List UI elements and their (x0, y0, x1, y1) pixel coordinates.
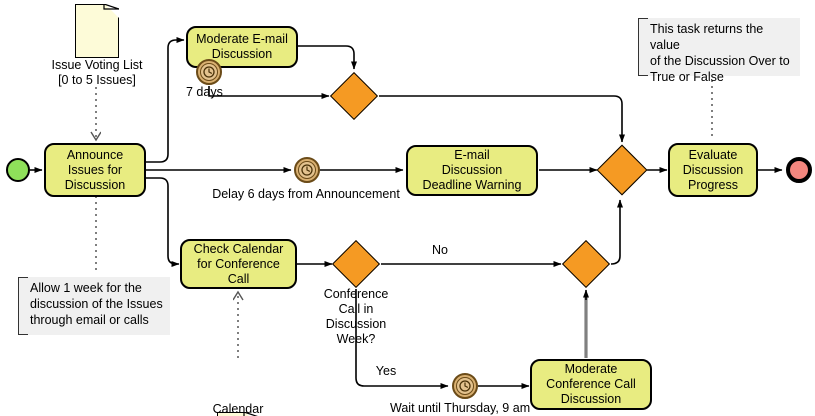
gateway-conference-label: Conference Call in Discussion Week? (323, 287, 389, 346)
label-no: No (432, 243, 448, 257)
flow-announce-to-check-calendar (146, 177, 180, 267)
flow-moderate-email-to-gateway-top (298, 45, 357, 70)
page-fold-icon (245, 412, 259, 416)
task-label: Moderate E-mail Discussion (196, 32, 288, 61)
clock-icon (459, 380, 471, 392)
timer-icon (200, 63, 218, 81)
flow-merge-bottom-to-merge-main (610, 199, 623, 265)
task-label: Moderate Conference Call Discussion (546, 362, 636, 406)
task-label: Check Calendar for Conference Call (193, 241, 284, 286)
data-object-calendar[interactable] (217, 412, 259, 416)
task-label: E-mail Discussion Deadline Warning (422, 148, 522, 192)
end-event[interactable] (786, 157, 812, 183)
page-fold-line-icon (103, 4, 119, 10)
annotation-text: This task returns the value of the Discu… (650, 22, 790, 84)
label-delay-6-days: Delay 6 days from Announcement (212, 187, 400, 201)
intermediate-timer-event-thursday[interactable] (452, 373, 478, 399)
annotation-allow-1-week: Allow 1 week for the discussion of the I… (18, 277, 170, 335)
task-email-discussion-deadline-warning[interactable]: E-mail Discussion Deadline Warning (406, 145, 538, 196)
clock-icon (203, 66, 215, 78)
task-evaluate-discussion-progress[interactable]: Evaluate Discussion Progress (668, 143, 758, 197)
gateway-email-merge[interactable] (329, 71, 379, 121)
data-object-issue-voting-list-label: Issue Voting List [0 to 5 Issues] (51, 58, 143, 87)
annotation-text: Allow 1 week for the discussion of the I… (30, 281, 163, 327)
timer-icon (456, 377, 474, 395)
annotation-task-returns-value: This task returns the value of the Discu… (638, 18, 800, 84)
clock-icon (301, 164, 313, 176)
label-yes: Yes (375, 364, 397, 378)
flow-gateway-top-to-merge (379, 95, 625, 143)
task-check-calendar-for-conference-call[interactable]: Check Calendar for Conference Call (180, 239, 297, 289)
data-object-calendar-label: Calendar (212, 402, 264, 416)
timer-icon (298, 161, 316, 179)
annotation-bracket (18, 277, 28, 335)
label-7-days: 7 days (186, 85, 223, 99)
task-label: Announce Issues for Discussion (64, 147, 126, 192)
label-wait-until-thursday: Wait until Thursday, 9 am (390, 401, 531, 415)
gateway-conference-merge[interactable] (561, 239, 611, 289)
task-label: Evaluate Discussion Progress (682, 147, 744, 192)
boundary-timer-event-7-days[interactable] (196, 59, 222, 85)
page-fold-line-icon (243, 412, 258, 416)
annotation-bracket (638, 18, 648, 76)
start-event[interactable] (6, 158, 30, 182)
data-object-issue-voting-list[interactable] (75, 4, 119, 58)
intermediate-timer-event-delay[interactable] (294, 157, 320, 183)
gateway-main-merge[interactable] (596, 144, 648, 196)
task-announce-issues-for-discussion[interactable]: Announce Issues for Discussion (44, 143, 146, 197)
gateway-conference-call-in-discussion-week[interactable] (331, 239, 381, 289)
task-moderate-conference-call-discussion[interactable]: Moderate Conference Call Discussion (530, 359, 652, 410)
